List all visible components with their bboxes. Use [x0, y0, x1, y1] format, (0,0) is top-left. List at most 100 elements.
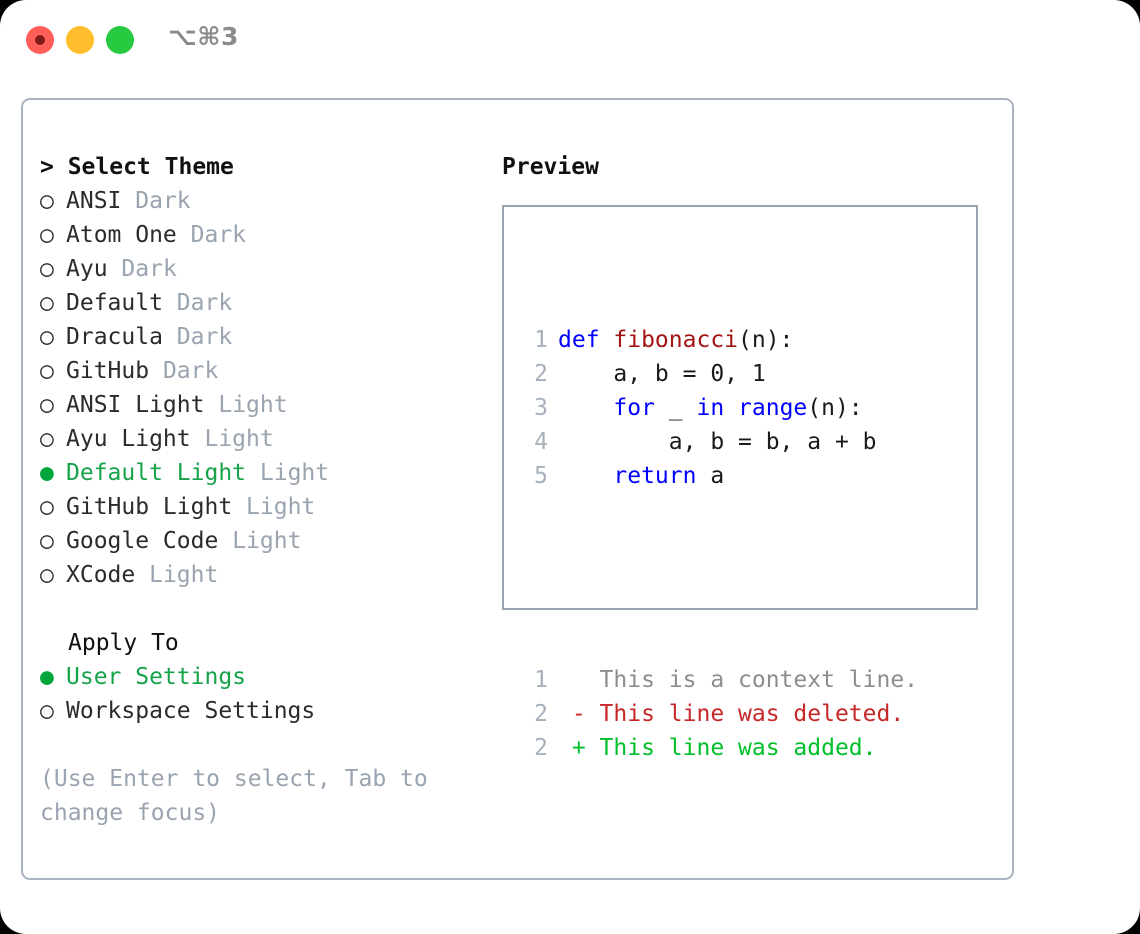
apply-to-option-workspace-settings[interactable]: ○Workspace Settings [40, 694, 480, 728]
theme-option-tag: Light [246, 494, 316, 520]
theme-option-tag: Dark [190, 222, 247, 248]
theme-list: ○ANSI Dark○Atom One Dark○Ayu Dark○Defaul… [40, 184, 480, 592]
code-line: 5 return a [520, 459, 918, 493]
apply-to-heading: Apply To [68, 630, 179, 656]
apply-to-list: ● User Settings ○Workspace Settings [40, 660, 480, 728]
maximize-button[interactable] [106, 26, 134, 54]
theme-option-tag: Light [204, 426, 274, 452]
hint-line-1: (Use Enter to select, Tab to [40, 766, 428, 792]
hint-line-2: change focus) [40, 800, 221, 826]
list-spacer [40, 592, 480, 626]
theme-selector-panel: > Select Theme ○ANSI Dark○Atom One Dark○… [21, 98, 1014, 880]
theme-option-tag: Dark [176, 290, 233, 316]
code-token: def [558, 327, 614, 353]
apply-to-option-user-settings[interactable]: ● User Settings [40, 660, 480, 694]
code-token: a, b = 0, 1 [558, 361, 766, 387]
theme-option-default[interactable]: ○Default Dark [40, 286, 480, 320]
radio-unselected-icon: ○ [40, 256, 54, 282]
code-token [558, 395, 613, 421]
theme-option-label: Dracula [66, 324, 163, 350]
line-number: 2 [534, 701, 548, 727]
theme-option-label: GitHub Light [66, 494, 233, 520]
theme-option-tag: Light [218, 392, 288, 418]
theme-option-ayu[interactable]: ○ Ayu Dark [40, 252, 480, 286]
code-token: a, b = b, a + b [558, 429, 877, 455]
diff-line: 2 + This line was added. [520, 731, 918, 765]
diff-line: 1 This is a context line. [520, 663, 918, 697]
code-token: for [613, 395, 655, 421]
close-button[interactable] [26, 26, 54, 54]
theme-option-label: ANSI [66, 188, 122, 214]
code-line: 4 a, b = b, a + b [520, 425, 918, 459]
hint-spacer [40, 728, 480, 762]
code-token: This is a context line. [558, 667, 919, 693]
code-token: _ [654, 395, 697, 421]
theme-option-tag: Dark [135, 188, 191, 214]
apply-to-option-label: User Settings [66, 664, 247, 690]
line-number: 3 [534, 395, 548, 421]
theme-option-tag: Dark [162, 358, 219, 384]
theme-option-tag: Light [232, 528, 302, 554]
theme-option-xcode[interactable]: ○ XCode Light [40, 558, 480, 592]
line-number: 5 [534, 463, 548, 489]
title-bar: ⌥⌘3 [0, 0, 1140, 78]
code-token: - This line was deleted. [558, 701, 905, 727]
select-theme-heading: > Select Theme [40, 154, 234, 180]
theme-option-tag: Dark [176, 324, 233, 350]
radio-unselected-icon: ○ [40, 698, 54, 724]
theme-option-google-code[interactable]: ○ Google Code Light [40, 524, 480, 558]
code-token: (n): [807, 395, 863, 421]
theme-option-label: XCode [66, 562, 136, 588]
code-token: + This line was added. [558, 735, 877, 761]
radio-unselected-icon: ○ [40, 188, 54, 214]
code-token: fibonacci [613, 327, 739, 353]
line-number: 2 [534, 735, 548, 761]
theme-option-ayu-light[interactable]: ○ Ayu Light Light [40, 422, 480, 456]
theme-option-dracula[interactable]: ○ Dracula Dark [40, 320, 480, 354]
radio-unselected-icon: ○ [40, 528, 54, 554]
line-number: 2 [534, 361, 548, 387]
theme-option-github[interactable]: ○ GitHub Dark [40, 354, 480, 388]
theme-option-ansi[interactable]: ○ ANSI Dark [40, 184, 480, 218]
radio-unselected-icon: ○ [40, 324, 54, 350]
code-token: a [696, 463, 725, 489]
minimize-button[interactable] [66, 26, 94, 54]
close-icon [35, 35, 45, 45]
theme-list-column: > Select Theme ○ANSI Dark○Atom One Dark○… [40, 150, 480, 830]
theme-option-github-light[interactable]: ○GitHub Light Light [40, 490, 480, 524]
radio-unselected-icon: ○ [40, 222, 54, 248]
theme-option-label: Google Code [66, 528, 219, 554]
theme-option-tag: Light [259, 460, 330, 486]
code-token [558, 463, 613, 489]
theme-option-tag: Dark [121, 256, 177, 282]
radio-unselected-icon: ○ [40, 392, 54, 418]
radio-unselected-icon: ○ [40, 358, 54, 384]
theme-option-atom-one[interactable]: ○ Atom One Dark [40, 218, 480, 252]
code-token: in range [696, 395, 808, 421]
line-number: 1 [534, 327, 548, 353]
theme-option-label: Atom One [66, 222, 177, 248]
theme-option-label: GitHub [66, 358, 150, 384]
code-line: 1 def fibonacci(n): [520, 323, 918, 357]
theme-option-default-light[interactable]: ● Default Light Light [40, 456, 480, 490]
theme-option-label: Ayu Light [66, 426, 191, 452]
theme-option-label: Default Light [66, 460, 247, 486]
code-line: 3 for _ in range(n): [520, 391, 918, 425]
radio-unselected-icon: ○ [40, 426, 54, 452]
code-blank-line [520, 561, 918, 595]
radio-unselected-icon: ○ [40, 562, 54, 588]
radio-selected-icon: ● [40, 460, 54, 486]
theme-option-tag: Light [149, 562, 219, 588]
radio-selected-icon: ● [40, 664, 54, 690]
theme-option-ansi-light[interactable]: ○ANSI Light Light [40, 388, 480, 422]
line-number: 4 [534, 429, 548, 455]
line-number: 1 [534, 667, 548, 693]
theme-option-label: Ayu [66, 256, 108, 282]
radio-unselected-icon: ○ [40, 290, 54, 316]
code-token: (n): [738, 327, 794, 353]
